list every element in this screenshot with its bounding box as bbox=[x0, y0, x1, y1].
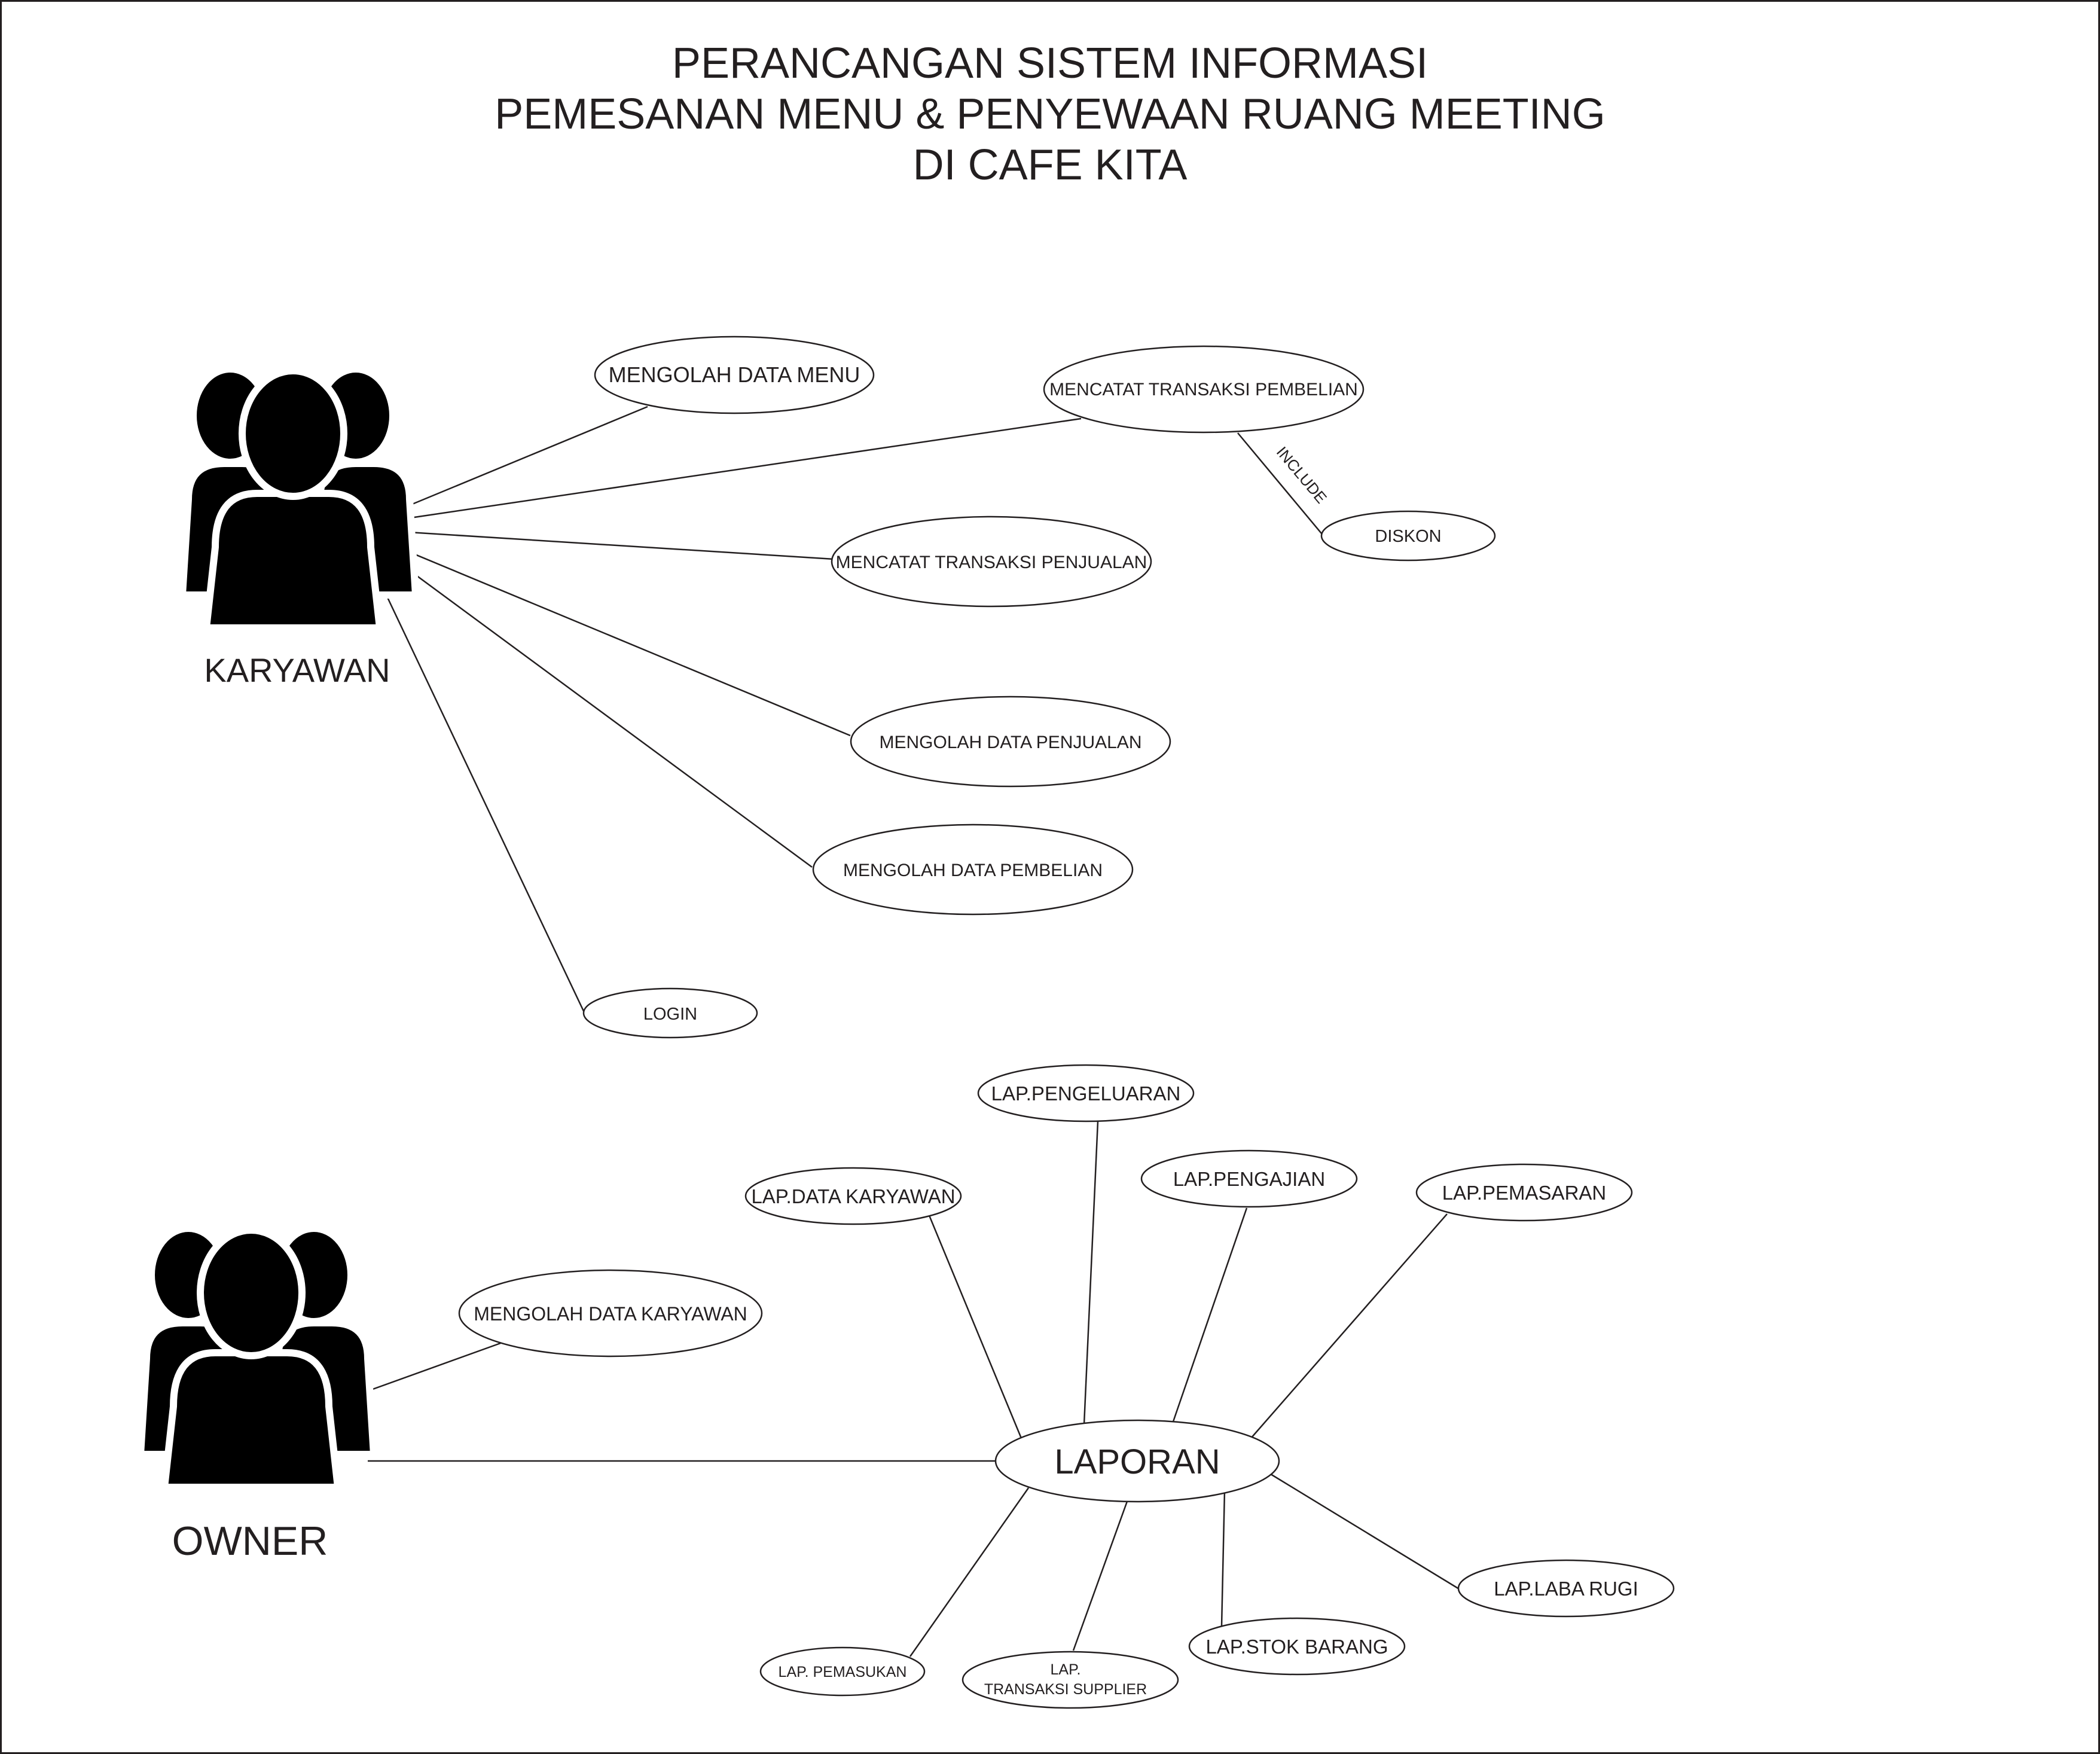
line-karyawan-mengolah-data-penjualan bbox=[361, 531, 851, 737]
use-case-lap-laba-rugi[interactable]: LAP.LABA RUGI bbox=[1457, 1559, 1675, 1618]
use-case-label: LAP.PENGELUARAN bbox=[991, 1082, 1181, 1105]
use-case-label: LAP.LABA RUGI bbox=[1494, 1578, 1638, 1600]
use-case-label-line1: LAP. bbox=[1051, 1661, 1081, 1678]
use-case-lap-transaksi-supplier[interactable]: LAP. TRANSAKSI SUPPLIER bbox=[962, 1651, 1179, 1709]
use-case-label: MENCATAT TRANSAKSI PEMBELIAN bbox=[1049, 380, 1358, 399]
line-karyawan-mencatat-transaksi-penjualan bbox=[361, 528, 835, 560]
actor-owner[interactable]: OWNER bbox=[137, 1225, 377, 1564]
use-case-mengolah-data-karyawan[interactable]: MENGOLAH DATA KARYAWAN bbox=[458, 1269, 763, 1358]
use-case-lap-pemasukan[interactable]: LAP. PEMASUKAN bbox=[759, 1646, 926, 1697]
line-karyawan-login bbox=[370, 562, 586, 1014]
use-case-label: MENGOLAH DATA MENU bbox=[609, 362, 860, 387]
use-case-login[interactable]: LOGIN bbox=[582, 987, 758, 1039]
diagram-title-line3: DI CAFE KITA bbox=[913, 141, 1188, 189]
diagram-title-line2: PEMESANAN MENU & PENYEWAAN RUANG MEETING bbox=[495, 90, 1605, 138]
use-case-label: LAP.PEMASARAN bbox=[1442, 1182, 1607, 1204]
line-laporan-lap-transaksi-supplier bbox=[1072, 1497, 1130, 1651]
use-case-label: LAPORAN bbox=[1054, 1442, 1220, 1481]
diagram-title-line1: PERANCANGAN SISTEM INFORMASI bbox=[672, 39, 1428, 87]
use-case-mengolah-data-penjualan[interactable]: MENGOLAH DATA PENJUALAN bbox=[850, 696, 1171, 788]
line-laporan-lap-data-karyawan bbox=[927, 1213, 1022, 1439]
use-case-label-line2: TRANSAKSI SUPPLIER bbox=[984, 1681, 1147, 1698]
users-group-icon bbox=[137, 1225, 377, 1491]
use-case-label: LAP.PENGAJIAN bbox=[1173, 1168, 1325, 1190]
line-laporan-lap-laba-rugi bbox=[1270, 1473, 1463, 1592]
use-case-lap-data-karyawan[interactable]: LAP.DATA KARYAWAN bbox=[744, 1167, 962, 1225]
actor-label: OWNER bbox=[172, 1518, 328, 1564]
actor-karyawan[interactable]: KARYAWAN bbox=[179, 365, 419, 689]
use-case-label: LAP. PEMASUKAN bbox=[779, 1664, 907, 1680]
line-laporan-lap-stok-barang bbox=[1220, 1490, 1226, 1627]
line-karyawan-mengolah-data-pembelian bbox=[361, 534, 813, 868]
line-laporan-lap-pengajian bbox=[1171, 1207, 1248, 1426]
use-case-diskon[interactable]: DISKON bbox=[1320, 510, 1496, 562]
users-group-icon bbox=[179, 365, 419, 632]
use-case-label: MENGOLAH DATA PEMBELIAN bbox=[843, 861, 1103, 880]
line-karyawan-mencatat-transaksi-pembelian bbox=[361, 417, 1082, 526]
include-line bbox=[1237, 432, 1325, 538]
use-case-mencatat-transaksi-pembelian[interactable]: MENCATAT TRANSAKSI PEMBELIAN bbox=[1043, 345, 1365, 434]
use-case-label: MENCATAT TRANSAKSI PENJUALAN bbox=[836, 553, 1147, 572]
use-case-lap-stok-barang[interactable]: LAP.STOK BARANG bbox=[1188, 1617, 1406, 1676]
actor-label: KARYAWAN bbox=[204, 651, 390, 689]
line-laporan-lap-pemasukan bbox=[909, 1487, 1030, 1657]
use-case-label: MENGOLAH DATA KARYAWAN bbox=[474, 1303, 747, 1325]
use-case-mengolah-data-pembelian[interactable]: MENGOLAH DATA PEMBELIAN bbox=[812, 823, 1134, 916]
use-case-lap-pengajian[interactable]: LAP.PENGAJIAN bbox=[1140, 1149, 1358, 1208]
use-case-lap-pengeluaran[interactable]: LAP.PENGELUARAN bbox=[977, 1064, 1195, 1122]
use-case-mengolah-data-menu[interactable]: MENGOLAH DATA MENU bbox=[594, 335, 875, 414]
use-case-mencatat-transaksi-penjualan[interactable]: MENCATAT TRANSAKSI PENJUALAN bbox=[831, 515, 1152, 608]
laporan-spokes bbox=[909, 1121, 1463, 1657]
use-case-label: LAP.DATA KARYAWAN bbox=[751, 1185, 955, 1207]
line-laporan-lap-pemasaran bbox=[1250, 1213, 1448, 1439]
use-case-label: LAP.STOK BARANG bbox=[1205, 1636, 1388, 1658]
use-case-lap-pemasaran[interactable]: LAP.PEMASARAN bbox=[1415, 1163, 1633, 1222]
line-laporan-lap-pengeluaran bbox=[1083, 1121, 1099, 1425]
use-case-label: DISKON bbox=[1375, 527, 1441, 546]
use-case-label: LOGIN bbox=[643, 1005, 697, 1024]
use-case-label: MENGOLAH DATA PENJUALAN bbox=[880, 733, 1142, 752]
use-case-laporan[interactable]: LAPORAN bbox=[994, 1419, 1280, 1503]
